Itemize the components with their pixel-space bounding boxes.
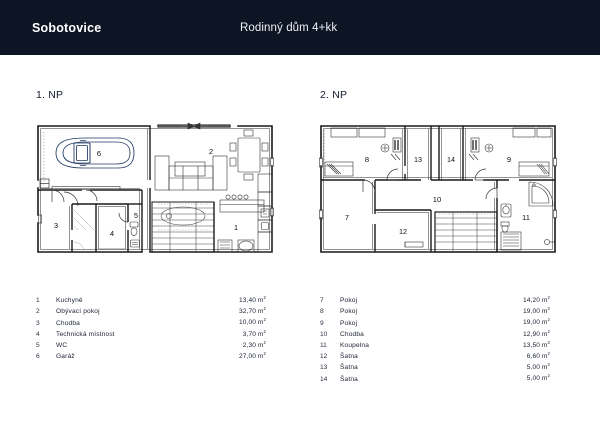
room-label-2: 2	[209, 147, 213, 156]
document-title: Rodinný dům 4+kk	[240, 21, 338, 34]
legend-room-name: WC	[56, 341, 68, 349]
room-label-13: 13	[414, 155, 422, 164]
legend-number: 12	[320, 353, 328, 361]
brand-name: Sobotovice	[32, 20, 102, 35]
floor-plan-1: 6	[30, 118, 280, 260]
room-label-4: 4	[110, 229, 114, 238]
room-label-6: 6	[97, 149, 101, 158]
legend-area: 13,40 m2	[238, 295, 266, 305]
legend-area: 14,20 m2	[522, 295, 550, 305]
legend-number: 6	[36, 353, 40, 361]
legend-room-name: Koupelna	[340, 341, 370, 349]
legend-floor-2: 7 Pokoj 14,20 m2 8 Pokoj 19,00 m2 9 Poko…	[320, 292, 550, 383]
legend-area: 12,90 m2	[522, 328, 550, 338]
legend-row: 3 Chodba 10,00 m2	[36, 314, 266, 327]
legend-row: 11 Koupelna 13,50 m2	[320, 337, 550, 349]
room-label-12: 12	[399, 227, 407, 236]
room-label-3: 3	[54, 221, 58, 230]
legend-room-name: Pokoj	[340, 308, 358, 316]
legend-row: 2 Obývací pokoj 32,70 m2	[36, 303, 266, 316]
legend-area: 13,50 m2	[522, 339, 550, 349]
legend-number: 8	[320, 308, 324, 316]
legend-row: 6 Garáž 27,00 m2	[36, 348, 266, 361]
legend-area: 10,00 m2	[238, 317, 266, 327]
room-label-9: 9	[507, 155, 511, 164]
room-label-1: 1	[234, 223, 238, 232]
room-label-5: 5	[134, 211, 138, 220]
legend-number: 5	[36, 341, 40, 349]
legend-number: 13	[320, 364, 328, 372]
legend-area: 5,00 m2	[526, 362, 550, 372]
floor-1-title: 1. NP	[36, 89, 64, 101]
legend-area: 19,00 m2	[522, 306, 550, 316]
legend-number: 3	[36, 319, 40, 327]
room-label-7: 7	[345, 213, 349, 222]
legend-row: 13 Šatna 5,00 m2	[320, 359, 550, 372]
legend-number: 10	[320, 330, 328, 338]
legend-room-name: Šatna	[340, 375, 358, 383]
floor-2-drawing: 8 13 14	[319, 125, 557, 253]
legend-row: 4 Technická místnost 3,70 m2	[36, 326, 266, 338]
legend-number: 14	[320, 375, 328, 383]
room-label-11: 11	[522, 213, 530, 222]
legend-room-name: Kuchyně	[56, 297, 83, 305]
legend-area: 19,00 m2	[522, 317, 550, 327]
legend-room-name: Technická místnost	[56, 330, 115, 338]
legend-room-name: Pokoj	[340, 297, 358, 305]
legend-room-name: Chodba	[340, 330, 364, 338]
legend-row: 14 Šatna 5,00 m2	[320, 370, 550, 383]
floor-plan-2: 8 13 14	[313, 118, 563, 260]
room-label-14: 14	[447, 155, 455, 164]
legend-number: 2	[36, 308, 40, 316]
legend-number: 9	[320, 319, 324, 327]
legend-room-name: Chodba	[56, 319, 80, 327]
legend-room-name: Pokoj	[340, 319, 358, 327]
legend-floor-1: 1 Kuchyně 13,40 m2 2 Obývací pokoj 32,70…	[36, 292, 266, 361]
legend-area: 27,00 m2	[238, 350, 266, 361]
legend-room-name: Šatna	[340, 353, 358, 361]
legend-area: 2,30 m2	[242, 339, 266, 349]
legend-number: 1	[36, 297, 40, 305]
legend-area: 32,70 m2	[238, 306, 266, 316]
legend-row: 8 Pokoj 19,00 m2	[320, 303, 550, 316]
legend-row: 9 Pokoj 19,00 m2	[320, 314, 550, 327]
floor-1-drawing: 6	[37, 122, 274, 253]
legend-row: 10 Chodba 12,90 m2	[320, 326, 550, 338]
legend-room-name: Šatna	[340, 364, 358, 372]
floor-2-title: 2. NP	[320, 89, 348, 101]
legend-number: 4	[36, 330, 40, 338]
room-label-10: 10	[433, 195, 441, 204]
legend-area: 6,60 m2	[526, 350, 550, 361]
legend-room-name: Obývací pokoj	[56, 308, 100, 316]
legend-area: 3,70 m2	[242, 328, 266, 338]
legend-number: 7	[320, 297, 324, 305]
legend-row: 5 WC 2,30 m2	[36, 337, 266, 349]
legend-area: 5,00 m2	[526, 373, 550, 383]
legend-row: 7 Pokoj 14,20 m2	[320, 292, 550, 305]
legend-row: 12 Šatna 6,60 m2	[320, 348, 550, 361]
room-label-8: 8	[365, 155, 369, 164]
page-header: Sobotovice Rodinný dům 4+kk	[0, 0, 600, 55]
legend-number: 11	[320, 341, 327, 349]
legend-row: 1 Kuchyně 13,40 m2	[36, 292, 266, 305]
legend-room-name: Garáž	[56, 353, 75, 361]
